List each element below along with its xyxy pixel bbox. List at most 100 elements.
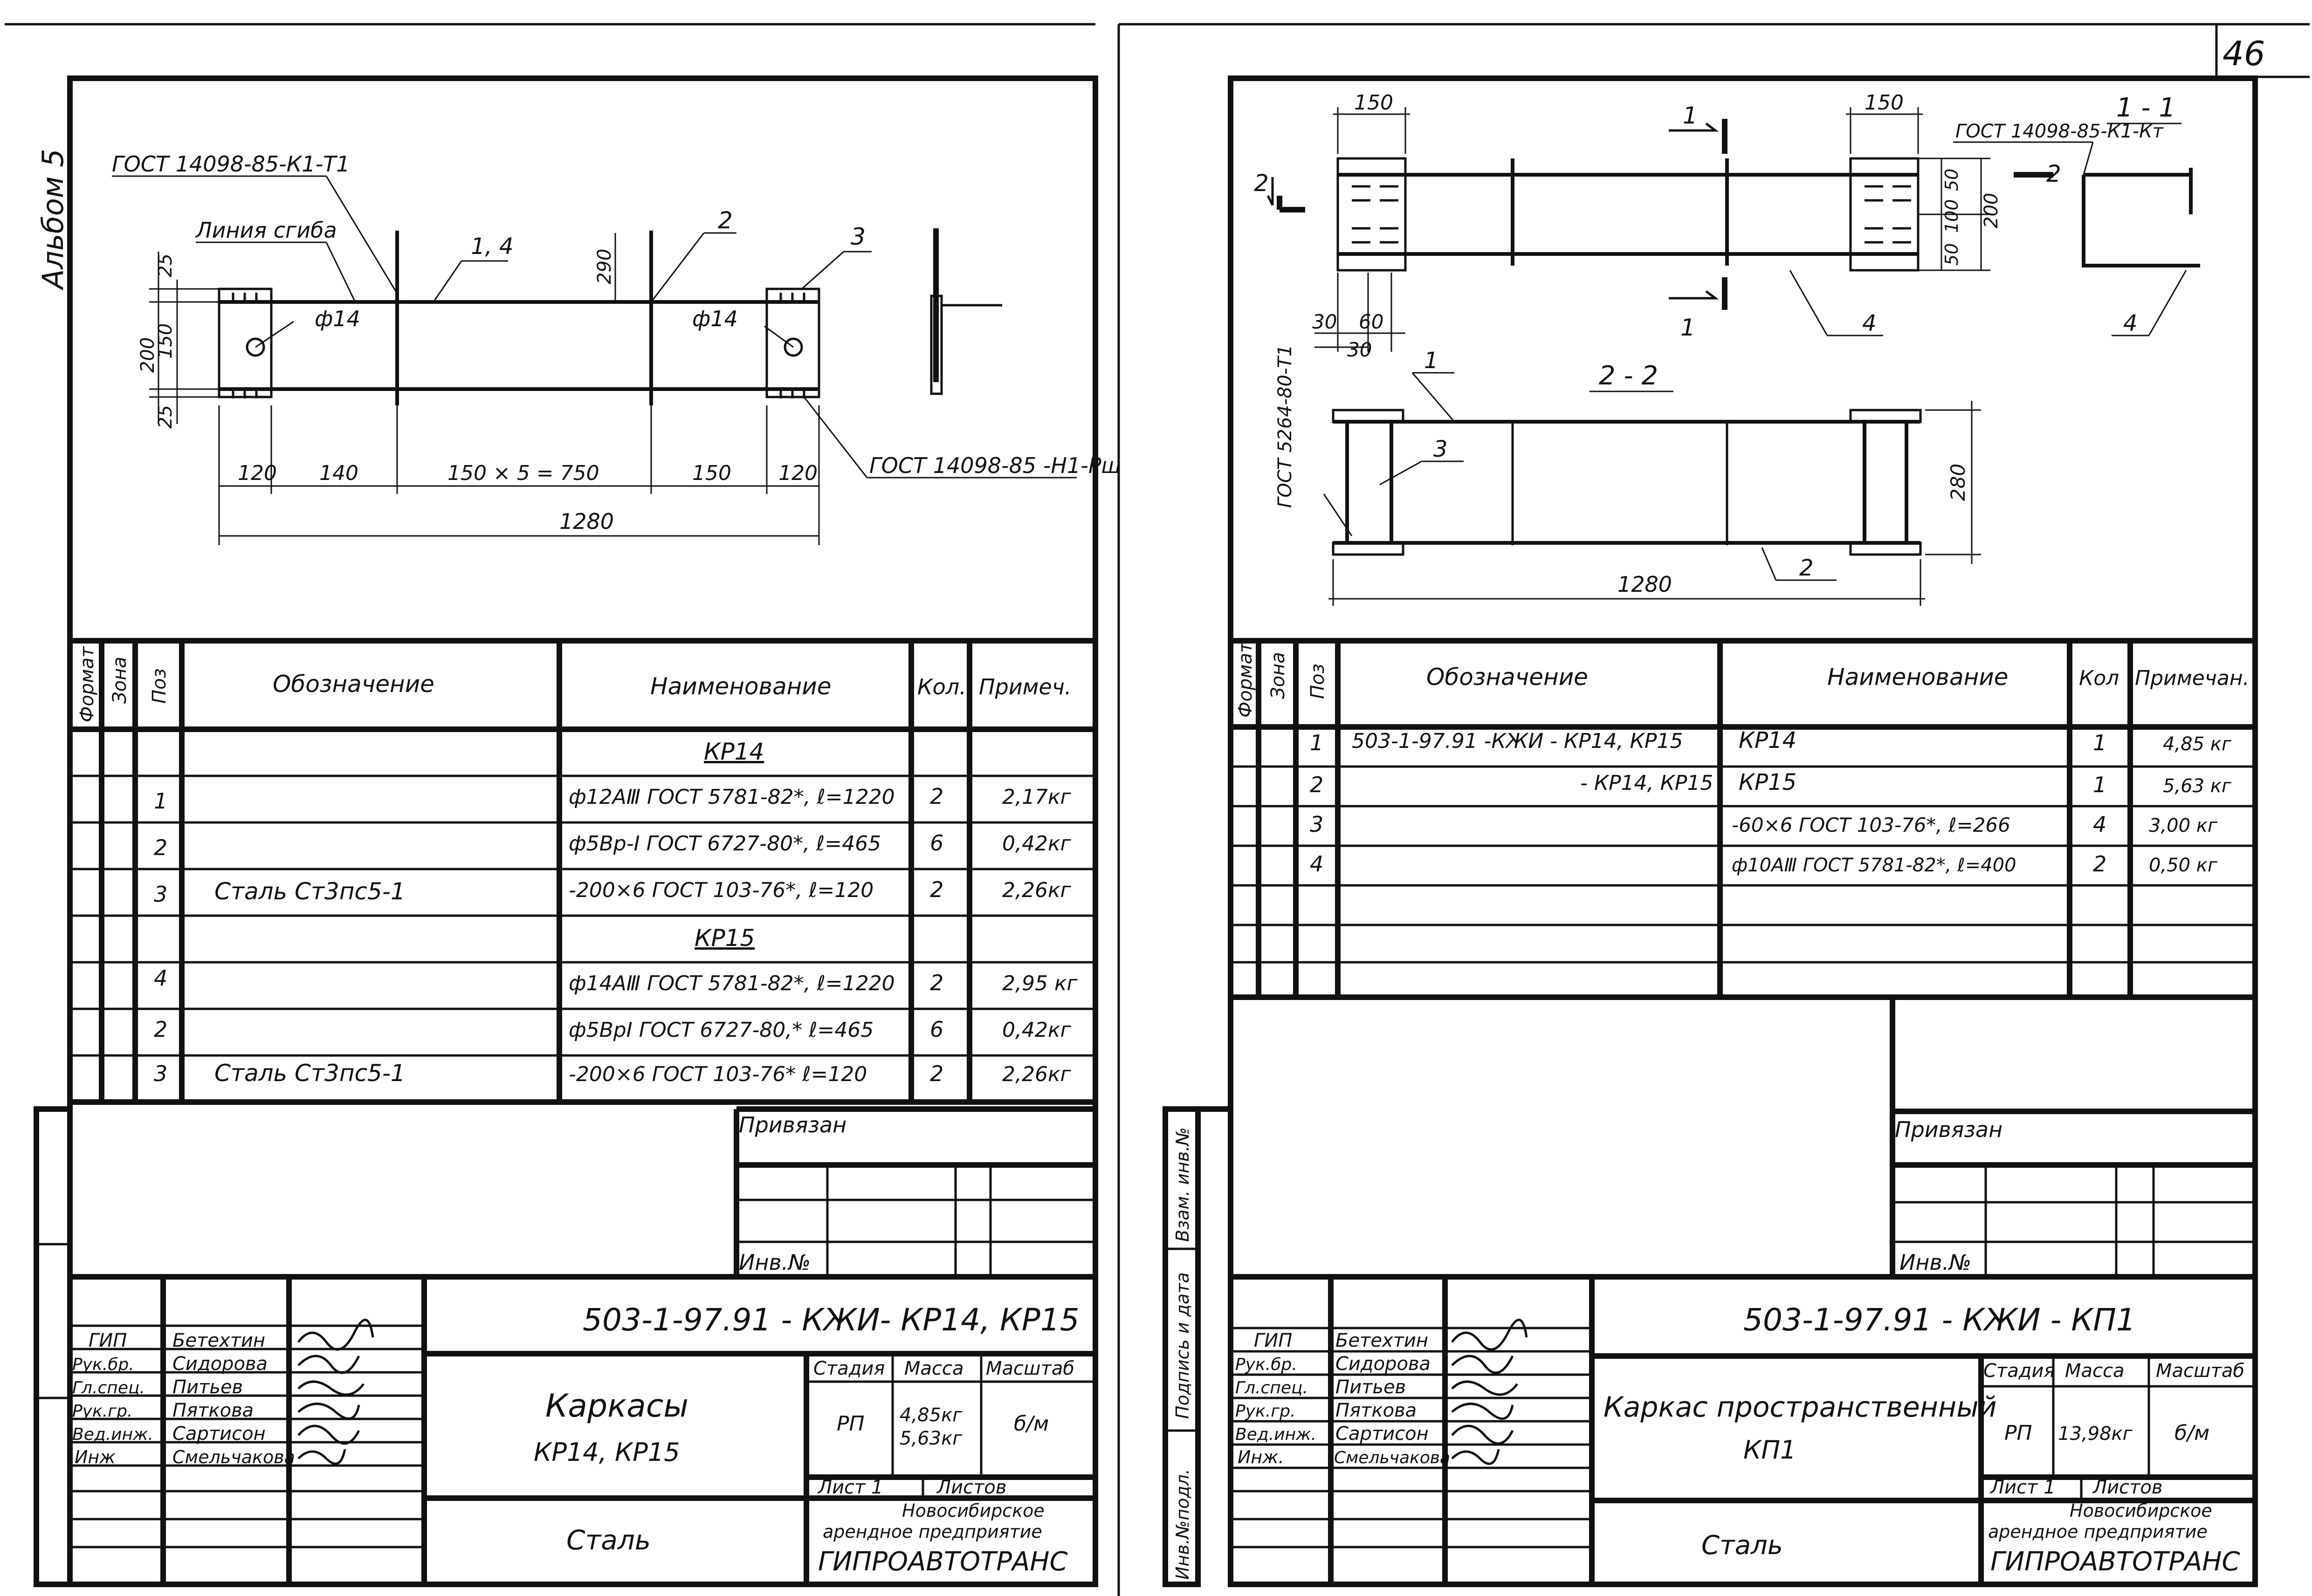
right-row-qty: 1 [2093, 730, 2106, 755]
left-role: Рук.бр. [72, 1355, 134, 1374]
left-role: Инж [75, 1447, 116, 1467]
left-row-header-kr14: КР14 [704, 738, 764, 765]
left-dim-120-right: 120 [778, 461, 818, 485]
left-callout-bend-line: Линия сгиба [195, 218, 337, 243]
right-row-designation: 503-1-97.91 -КЖИ - КР14, КР15 [1352, 729, 1683, 753]
left-mass-label: Масса [904, 1358, 964, 1379]
right-privyazan: Привязан [1895, 1117, 2002, 1142]
right-th-pos: Поз [1307, 664, 1328, 699]
left-row-pos: 2 [154, 1017, 167, 1042]
left-signatures [297, 1318, 374, 1465]
right-th-zone: Зона [1267, 652, 1289, 699]
right-row-designation: - КР14, КР15 [1580, 771, 1713, 795]
right-row-pos: 2 [1310, 772, 1323, 797]
right-row-qty: 1 [2093, 772, 2106, 797]
right-dim-200: 200 [1981, 193, 2002, 228]
right-dim-30b: 30 [1347, 338, 1372, 361]
left-row-note: 0,42кг [1002, 1018, 1072, 1042]
right-row-name: -60×6 ГОСТ 103-76*, ℓ=266 [1732, 814, 2010, 836]
left-row-note: 2,26кг [1002, 878, 1072, 902]
left-code: 503-1-97.91 - КЖИ- КР14, КР15 [583, 1302, 1080, 1338]
left-row-qty: 2 [930, 970, 943, 995]
right-th-name: Наименование [1827, 664, 2009, 691]
right-callout-pos1: 1 [1424, 348, 1438, 374]
right-dim-280: 280 [1947, 464, 1969, 501]
right-th-format: Формат [1235, 641, 1256, 718]
right-row-pos: 1 [1310, 730, 1323, 755]
right-callout-pos2: 2 [1799, 555, 1814, 581]
left-th-qty: Кол. [917, 674, 966, 699]
left-material: Сталь [566, 1524, 651, 1556]
right-role: Инж. [1238, 1447, 1284, 1467]
sheet-borders [5, 23, 2310, 1596]
right-callout-gost-k1kt: ГОСТ 14098-85-К1-Кт [1955, 121, 2164, 142]
left-row-header-kr15: КР15 [695, 925, 755, 952]
right-th-qty: Кол [2079, 666, 2119, 690]
right-person: Питьев [1335, 1377, 1406, 1398]
left-org-2: арендное предприятие [823, 1521, 1042, 1542]
left-org-3: ГИПРОАВТОТРАНС [818, 1547, 1068, 1577]
right-drawing: 1 1 2 2 150 150 30 60 30 50 100 50 200 1… [1254, 91, 2200, 606]
left-row-designation: Сталь Ст3пс5-1 [214, 878, 406, 905]
left-callout-pos-3: 3 [851, 223, 866, 250]
left-row-pos: 2 [154, 835, 167, 860]
left-row-pos: 3 [154, 882, 167, 907]
right-side-podpis: Подпись и дата [1172, 1272, 1193, 1419]
right-row-qty: 4 [2093, 812, 2106, 837]
left-person: Сидорова [172, 1353, 268, 1375]
right-inv-no: Инв.№ [1899, 1250, 1971, 1275]
right-signatures [1451, 1318, 1528, 1465]
right-mass-1: 13,98кг [2058, 1423, 2133, 1445]
left-person: Питьев [172, 1377, 243, 1398]
right-stage: РП [2004, 1421, 2032, 1445]
right-row-qty: 2 [2093, 851, 2106, 877]
right-row-name: КР15 [1739, 769, 1796, 795]
right-row-note: 3,00 кг [2149, 815, 2218, 836]
right-dim-1280: 1280 [1617, 572, 1672, 597]
left-row-qty: 6 [930, 830, 943, 856]
right-dim-50b: 50 [1941, 243, 1962, 266]
left-spec-table: Формат Зона Поз Обозначение Наименование… [70, 638, 1095, 1105]
left-stage-label: Стадия [813, 1358, 885, 1379]
right-dim-150-right: 150 [1865, 91, 1904, 115]
left-th-note: Примеч. [979, 674, 1072, 699]
left-dim-25-top: 25 [155, 253, 176, 277]
right-person: Сидорова [1335, 1353, 1431, 1375]
left-role: Вед.инж. [72, 1425, 153, 1444]
right-role: Гл.спец. [1235, 1378, 1308, 1397]
left-row-note: 2,26кг [1002, 1062, 1072, 1086]
right-cut2-left: 2 [1254, 170, 1269, 197]
left-callout-pos-2: 2 [718, 207, 733, 234]
left-title-2: КР14, КР15 [534, 1438, 680, 1467]
right-sheet-label: Лист 1 [1989, 1477, 2056, 1498]
left-dim-120-left: 120 [238, 461, 277, 485]
left-stage: РП [837, 1412, 865, 1436]
right-dim-30a: 30 [1312, 310, 1337, 333]
right-sheets-label: Листов [2092, 1477, 2162, 1498]
left-row-name: ф5Вр-I ГОСТ 6727-80*, ℓ=465 [569, 832, 881, 856]
left-row-name: ф12АⅢ ГОСТ 5781-82*, ℓ=1220 [569, 785, 895, 809]
right-row-note: 4,85 кг [2163, 733, 2232, 755]
left-person: Смельчакова [172, 1447, 295, 1467]
left-dim-290: 290 [594, 249, 615, 284]
album-label: Альбом 5 [36, 149, 70, 291]
right-callout-pos3: 3 [1433, 436, 1448, 462]
left-row-name: -200×6 ГОСТ 103-76*, ℓ=120 [569, 878, 874, 902]
right-person: Смельчакова [1334, 1448, 1450, 1467]
left-scale: б/м [1014, 1412, 1049, 1436]
right-org-2: арендное предприятие [1988, 1521, 2208, 1542]
left-sheets-label: Листов [936, 1477, 1006, 1498]
left-callout-pos-1-4: 1, 4 [471, 233, 514, 260]
left-title-1: Каркасы [545, 1388, 688, 1425]
left-mass-1: 4,85кг [900, 1404, 963, 1426]
right-cut2-right: 2 [2046, 160, 2061, 187]
right-dim-50a: 50 [1941, 169, 1962, 191]
right-callout-pos4-a: 4 [1862, 310, 1877, 336]
left-mass-2: 5,63кг [900, 1428, 963, 1449]
right-material: Сталь [1701, 1530, 1783, 1561]
right-dim-60: 60 [1359, 310, 1383, 333]
left-th-designation: Обозначение [273, 671, 434, 698]
left-row-note: 2,17кг [1002, 785, 1072, 809]
right-row-name: КР14 [1739, 727, 1796, 753]
right-sheet: 1 1 2 2 150 150 30 60 30 50 100 50 200 1… [1163, 75, 2258, 1587]
